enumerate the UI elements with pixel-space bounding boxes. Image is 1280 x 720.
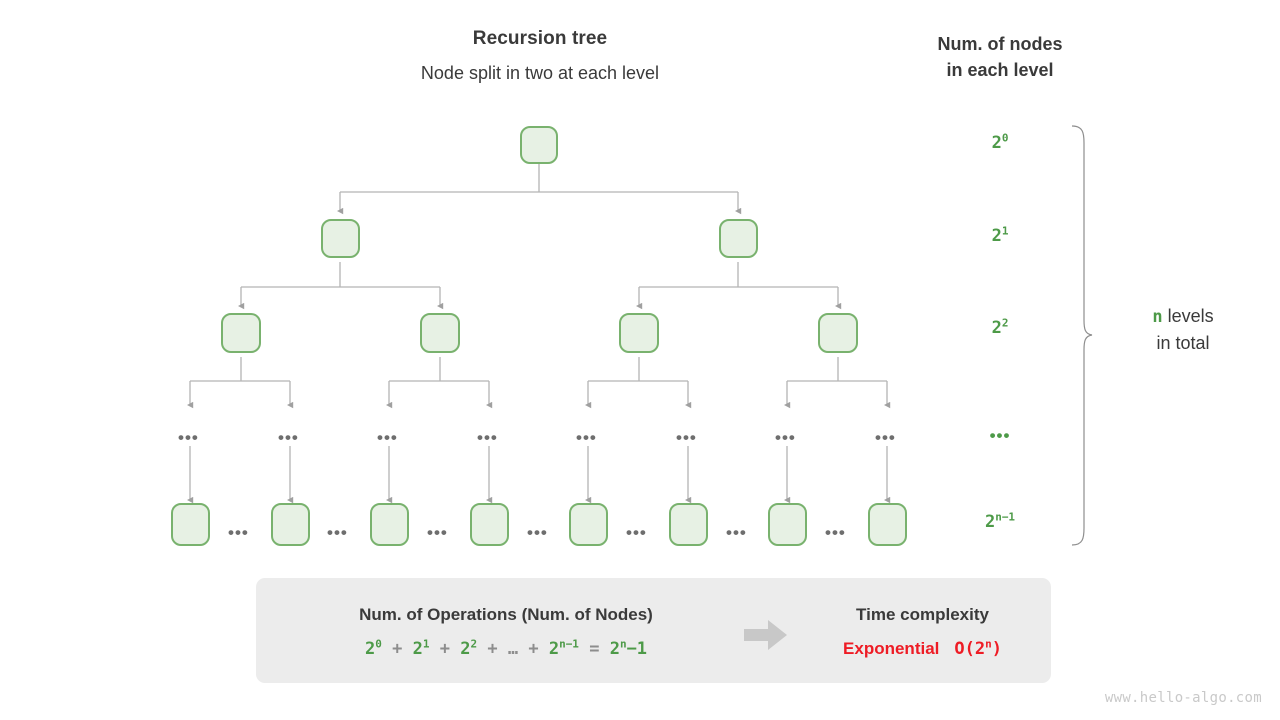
big-o-notation: O(2n) <box>954 637 1002 659</box>
bottom-row-separator: ••• <box>427 523 448 542</box>
watermark: www.hello-algo.com <box>1104 690 1262 706</box>
level-count-label-ellipsis: ••• <box>989 426 1011 445</box>
level-count-label-2: 22 <box>991 316 1009 338</box>
level-count-label-last: 2n−1 <box>984 510 1016 532</box>
tree-node <box>719 219 758 258</box>
nodes-per-level-heading-line1: Num. of nodes <box>937 34 1063 54</box>
tree-node <box>370 503 409 546</box>
page-title: Recursion tree <box>472 28 608 49</box>
tree-ellipsis-marker: ••• <box>875 428 896 447</box>
bottom-row-separator: ••• <box>527 523 548 542</box>
bottom-row-separator: ••• <box>327 523 348 542</box>
total-levels-line1: levels <box>1167 306 1214 326</box>
page-subtitle: Node split in two at each level <box>420 63 660 83</box>
tree-ellipsis-marker: ••• <box>477 428 498 447</box>
complexity-word: Exponential <box>843 639 940 658</box>
levels-brace <box>1071 125 1093 546</box>
total-levels-line2: in total <box>1156 332 1210 353</box>
total-levels-annotation: n levels in total <box>1098 303 1268 356</box>
level-count-label-0: 20 <box>991 131 1009 153</box>
tree-node <box>221 313 261 353</box>
tree-node <box>470 503 509 546</box>
tree-node <box>818 313 858 353</box>
tree-node <box>669 503 708 546</box>
tree-ellipsis-marker: ••• <box>775 428 796 447</box>
tree-ellipsis-marker: ••• <box>576 428 597 447</box>
bottom-row-separator: ••• <box>626 523 647 542</box>
nodes-per-level-heading: Num. of nodes in each level <box>880 32 1120 83</box>
operations-formula: 20 + 21 + 22 + … + 2n−1 = 2n−1 <box>364 637 648 659</box>
tree-ellipsis-marker: ••• <box>377 428 398 447</box>
tree-ellipsis-marker: ••• <box>178 428 199 447</box>
tree-node <box>868 503 907 546</box>
tree-ellipsis-marker: ••• <box>676 428 697 447</box>
nodes-per-level-heading-line2: in each level <box>946 59 1054 80</box>
bottom-row-separator: ••• <box>228 523 249 542</box>
level-count-label-1: 21 <box>991 224 1009 246</box>
bottom-row-separator: ••• <box>726 523 747 542</box>
tree-node <box>420 313 460 353</box>
tree-node <box>520 126 558 164</box>
bottom-row-separator: ••• <box>825 523 846 542</box>
summary-panel <box>256 578 1051 683</box>
tree-node <box>619 313 659 353</box>
tree-node <box>321 219 360 258</box>
tree-node <box>768 503 807 546</box>
tree-ellipsis-marker: ••• <box>278 428 299 447</box>
time-complexity-value: Exponential O(2n) <box>800 637 1045 659</box>
tree-node <box>171 503 210 546</box>
n-symbol: n <box>1152 307 1163 327</box>
tree-node <box>569 503 608 546</box>
right-arrow-icon <box>744 620 787 650</box>
tree-node <box>271 503 310 546</box>
operations-title: Num. of Operations (Num. of Nodes) <box>359 605 653 624</box>
time-complexity-title: Time complexity <box>856 605 989 624</box>
